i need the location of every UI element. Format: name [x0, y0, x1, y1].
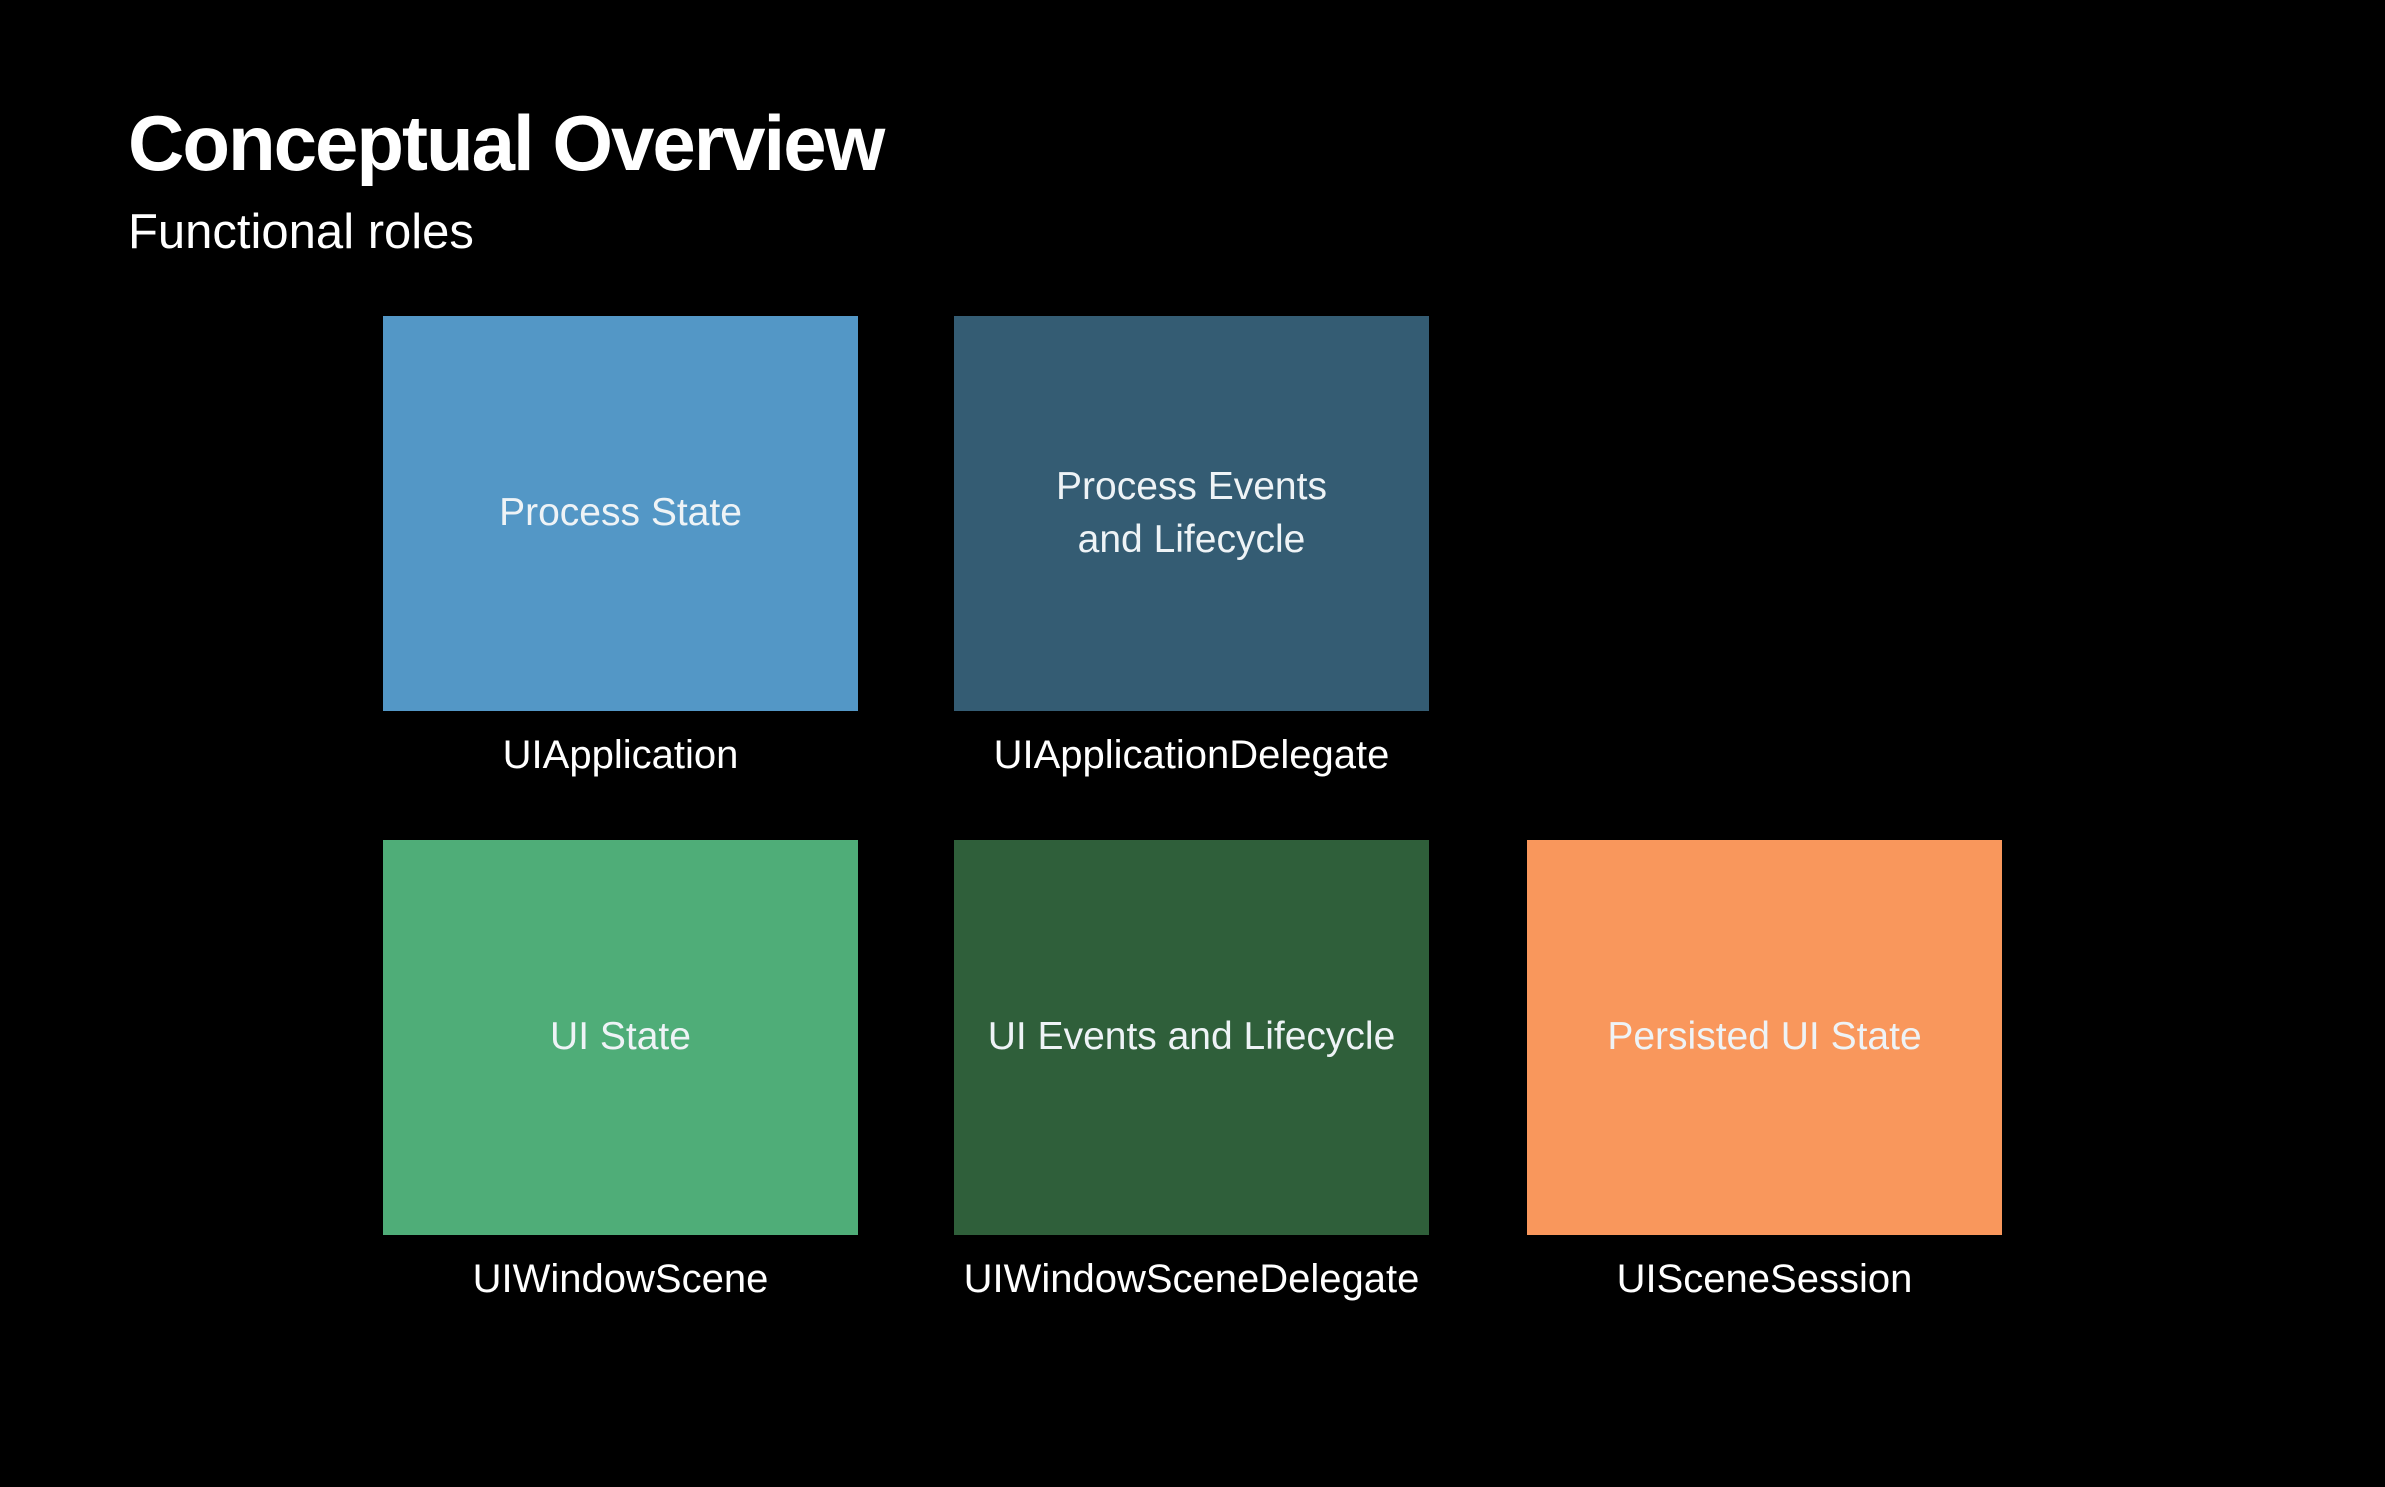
- tile-label-ui-events-and-lifecycle: UI Events and Lifecycle: [987, 1015, 1396, 1059]
- slide-header: Conceptual Overview Functional roles: [128, 99, 885, 259]
- caption-uiscenesession: UISceneSession: [1616, 1257, 1913, 1301]
- tile-process-events-and-lifecycle: Process Events and Lifecycle: [954, 316, 1429, 711]
- tile-persisted-ui-state: Persisted UI State: [1527, 840, 2002, 1235]
- caption-uiapplication: UIApplication: [502, 733, 739, 777]
- caption-uiwindowscenedelegate: UIWindowSceneDelegate: [963, 1257, 1420, 1301]
- page-title: Conceptual Overview: [128, 99, 885, 187]
- tile-ui-events-and-lifecycle: UI Events and Lifecycle: [954, 840, 1429, 1235]
- page-subtitle: Functional roles: [128, 205, 474, 259]
- caption-uiapplicationdelegate: UIApplicationDelegate: [993, 733, 1390, 777]
- tile-label-process-state: Process State: [499, 491, 742, 535]
- cell-ui-state: UI State UIWindowScene: [383, 840, 858, 1299]
- tile-label-process-events-and-lifecycle: Process Events and Lifecycle: [1056, 464, 1327, 561]
- cell-ui-events-and-lifecycle: UI Events and Lifecycle UIWindowSceneDel…: [954, 840, 1429, 1299]
- cell-process-state: Process State UIApplication: [383, 316, 858, 775]
- caption-uiwindowscene: UIWindowScene: [472, 1257, 769, 1301]
- tile-process-state: Process State: [383, 316, 858, 711]
- tile-label-persisted-ui-state: Persisted UI State: [1607, 1015, 1922, 1059]
- cell-persisted-ui-state: Persisted UI State UISceneSession: [1527, 840, 2002, 1299]
- tile-ui-state: UI State: [383, 840, 858, 1235]
- tile-label-ui-state: UI State: [550, 1015, 691, 1059]
- cell-process-events-and-lifecycle: Process Events and Lifecycle UIApplicati…: [954, 316, 1429, 775]
